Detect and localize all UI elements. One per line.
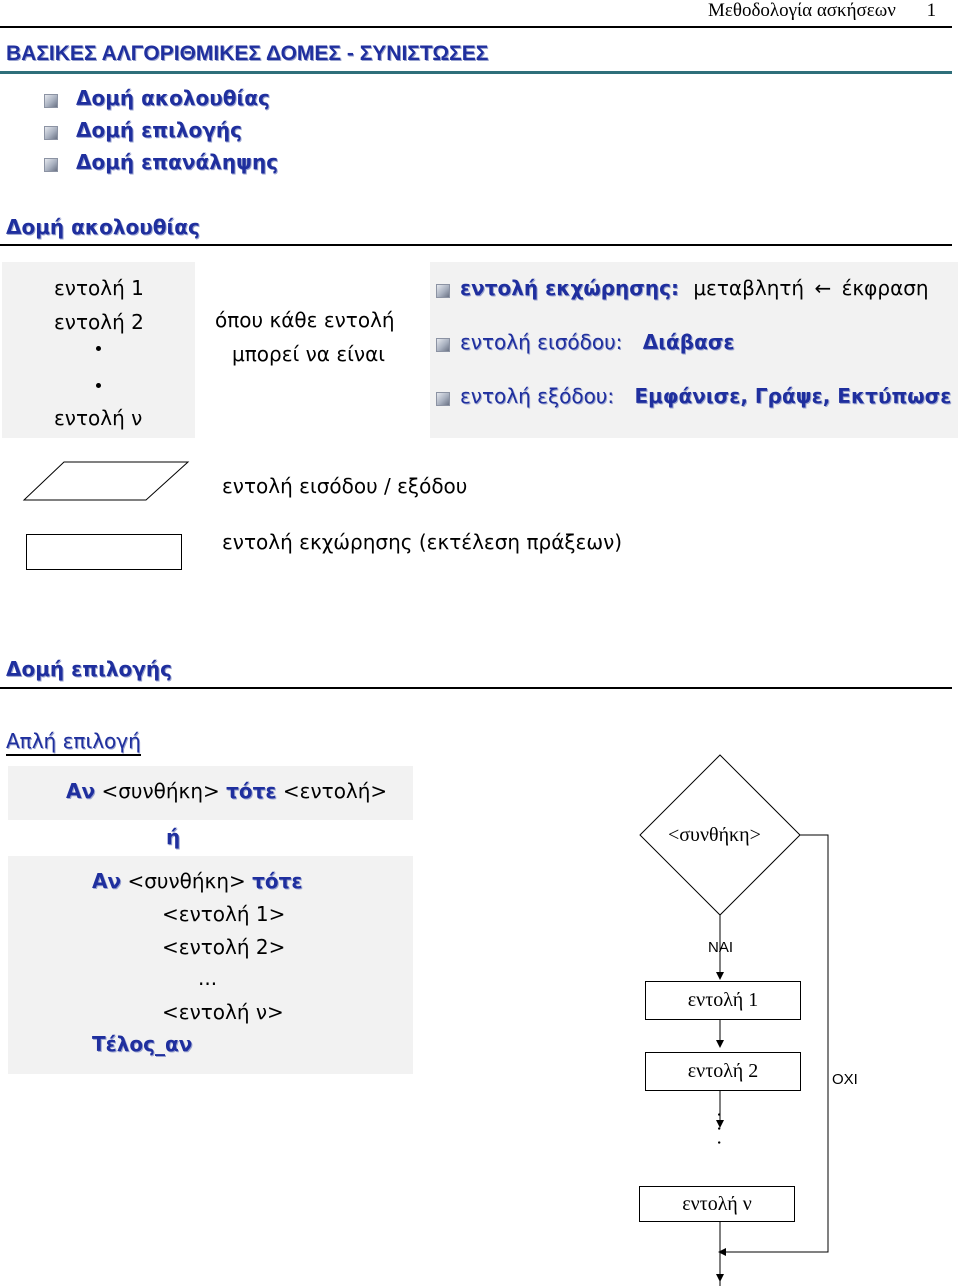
statement-1-placeholder: <εντολή 1> [162,902,286,926]
statement-ellipsis: ... [198,966,218,990]
condition-placeholder: <συνθήκη> [127,869,246,893]
cube-bullet-icon [436,284,450,298]
assignment-label: εντολή εκχώρησης: [460,276,679,300]
end-if-keyword: Τέλος_αν [92,1032,193,1056]
cube-bullet-icon [436,338,450,352]
title-rule [0,71,952,74]
statement-placeholder: <εντολή> [282,779,388,803]
section-heading-sequence: Δομή ακολουθίας [6,215,200,239]
io-shape-label: εντολή εισόδου / εξόδου [222,474,468,498]
if-then-block-panel [8,856,413,1074]
flow-ellipsis: . . . [713,1112,735,1147]
toc-item-sequence[interactable]: Δομή ακολουθίας [76,86,270,110]
header-rule [0,26,952,28]
section-rule [0,687,952,689]
section-heading-selection: Δομή επιλογής [6,657,172,681]
assignment-expression: έκφραση [841,276,929,300]
then-keyword: τότε [252,869,303,893]
ellipsis-dot [96,383,101,388]
yes-label: ΝΑΙ [708,939,734,956]
flow-box-command-n: εντολή ν [639,1186,795,1222]
command-n: εντολή ν [54,406,143,430]
assignment-arrow-icon: ← [814,276,832,300]
if-then-short-panel [8,766,413,820]
command-1: εντολή 1 [54,276,144,300]
flow-box-command-2: εντολή 2 [645,1052,801,1091]
flow-box-command-1: εντολή 1 [645,981,801,1020]
subheading-simple-selection: Απλή επιλογή [6,729,141,756]
ellipsis-dot [96,346,101,351]
section-rule [0,244,952,246]
then-keyword: τότε [226,779,277,803]
cube-bullet-icon [44,126,58,140]
cube-bullet-icon [436,392,450,406]
if-keyword: Αν [66,779,96,803]
flow-condition-label: <συνθήκη> [668,824,761,846]
or-connector: ή [166,825,181,849]
if-keyword: Αν [92,869,122,893]
assignment-variable: μεταβλητή [693,276,805,300]
page-number: 1 [926,0,937,21]
assignment-shape-label: εντολή εκχώρησης (εκτέλεση πράξεων) [222,530,623,554]
cube-bullet-icon [44,94,58,108]
output-keywords: Εμφάνισε, Γράψε, Εκτύπωσε [634,384,952,408]
command-2: εντολή 2 [54,310,144,334]
input-label: εντολή εισόδου: [460,330,623,354]
cube-bullet-icon [44,158,58,172]
note-line-1: όπου κάθε εντολή [215,308,395,332]
output-label: εντολή εξόδου: [460,384,615,408]
note-line-2: μπορεί να είναι [232,342,386,366]
toc-item-selection[interactable]: Δομή επιλογής [76,118,242,142]
selection-flowchart [639,754,829,1286]
rectangle-shape-icon [26,534,182,570]
command-kinds-panel [430,262,958,438]
condition-placeholder: <συνθήκη> [101,779,220,803]
running-header: Μεθοδολογία ασκήσεων 1 [708,0,936,22]
no-label: ΟΧΙ [832,1071,858,1088]
statement-n-placeholder: <εντολή ν> [162,1000,284,1024]
statement-2-placeholder: <εντολή 2> [162,935,286,959]
running-title: Μεθοδολογία ασκήσεων [708,0,896,21]
toc-item-repetition[interactable]: Δομή επανάληψης [76,150,279,174]
input-keyword: Διάβασε [642,330,735,354]
main-title: ΒΑΣΙΚΕΣ ΑΛΓΟΡΙΘΜΙΚΕΣ ΔΟΜΕΣ - ΣΥΝΙΣΤΩΣΕΣ [6,42,489,65]
parallelogram-shape-icon [22,461,190,501]
